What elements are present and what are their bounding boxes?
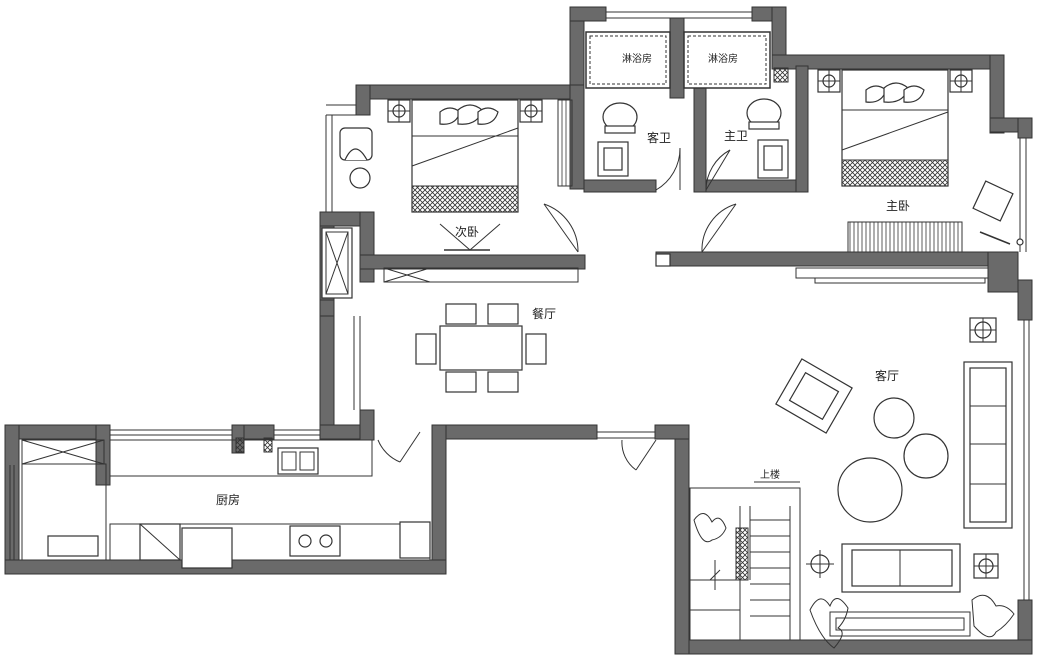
shower-left-label: 淋浴房 [622,52,652,65]
kitchen: 厨房 [21,437,431,569]
bathrooms: 客卫 主卫 [597,98,789,191]
shower-rooms: 淋浴房 淋浴房 [585,31,789,89]
stairs: 上楼 [689,468,801,641]
living-label: 客厅 [875,368,899,383]
guest-bathroom-label: 客卫 [647,130,671,145]
master-bedroom-label: 主卧 [886,199,910,213]
kitchen-label: 厨房 [216,492,240,507]
dining-label: 餐厅 [532,306,556,321]
right-bedroom: 主卧 [655,69,1024,267]
second-bedroom-label: 次卧 [455,225,479,239]
shower-right-label: 淋浴房 [708,52,738,65]
living-room: 客厅 [693,317,1015,649]
hall-door [621,439,657,471]
windows-and-lines [9,11,1030,600]
stairs-label: 上楼 [760,468,780,481]
hall-niche [321,227,353,299]
dining-area: 餐厅 [377,303,556,463]
left-bedroom: 次卧 [339,99,579,253]
master-bathroom-label: 主卫 [724,129,748,143]
